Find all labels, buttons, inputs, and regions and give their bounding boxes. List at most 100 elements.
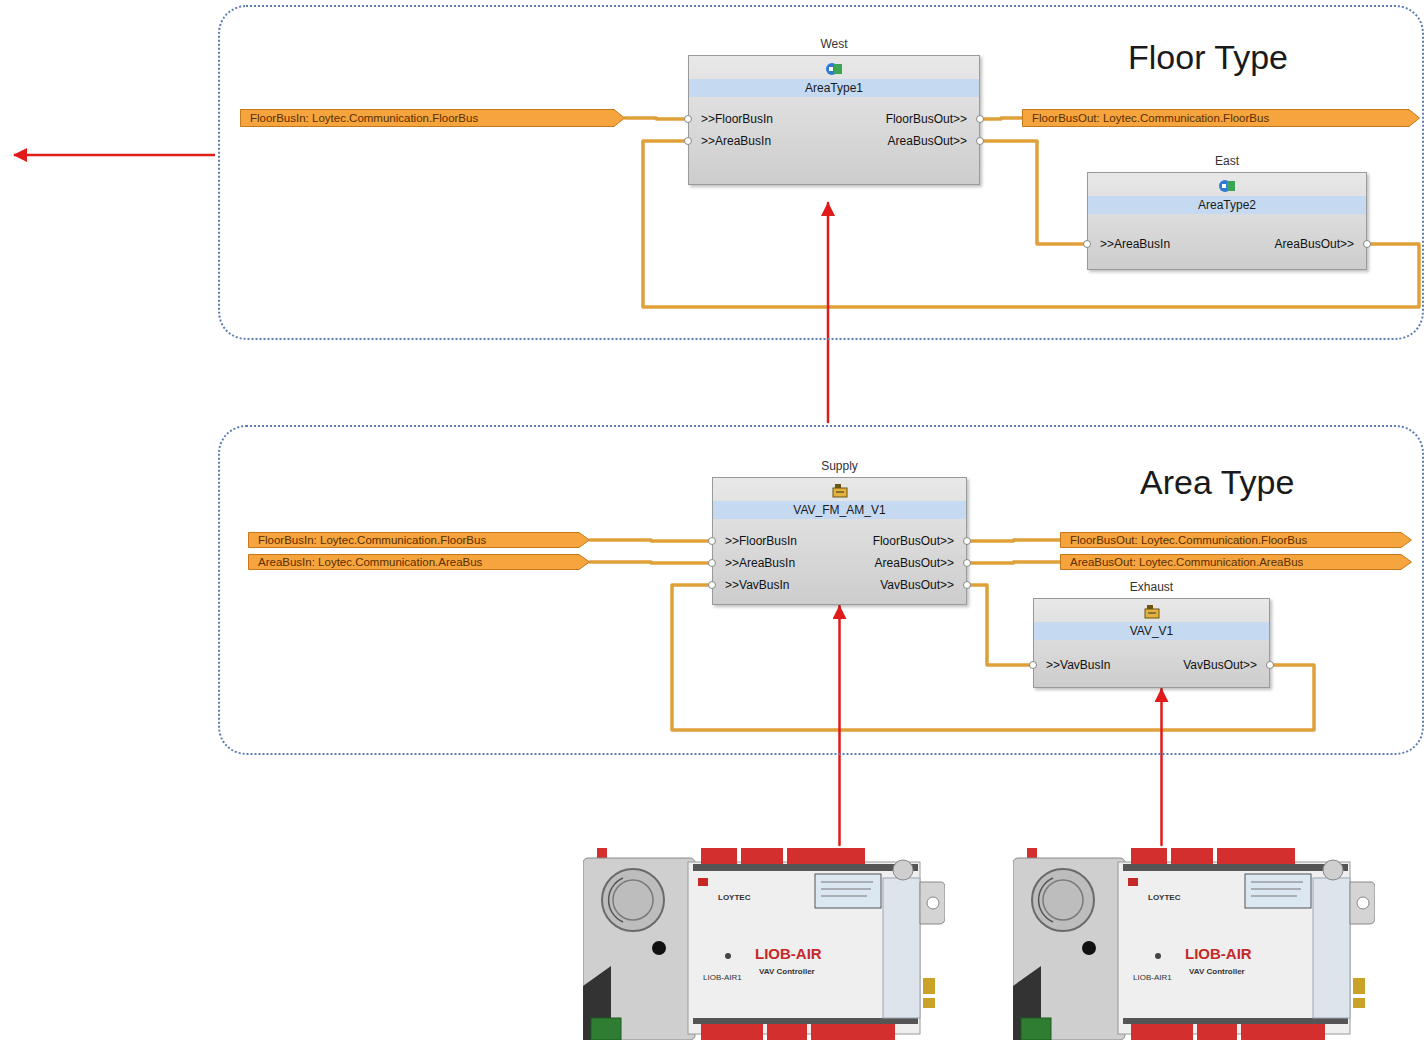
bus-wire	[967, 562, 1060, 563]
icon-part	[1227, 181, 1235, 191]
function-block: EastAreaType2>>AreaBusInAreaBusOut>>	[1087, 172, 1367, 270]
bus-wire	[980, 118, 1022, 119]
device-label: LIOB-AIR	[755, 945, 822, 963]
icon-part	[829, 67, 833, 71]
instance-name: East	[1088, 154, 1366, 169]
bus-wire	[672, 585, 1314, 730]
icon-part	[836, 492, 844, 493]
controller-drawing	[1013, 848, 1375, 1040]
icon-part	[1222, 184, 1226, 188]
panel-title: Area Type	[1140, 462, 1294, 502]
port-name: >>AreaBusIn	[725, 555, 795, 571]
bus-port: FloorBusOut: Loytec.Communication.FloorB…	[1060, 532, 1412, 548]
controller-drawing	[583, 848, 945, 1040]
port-outline	[241, 110, 625, 127]
device-label: LIOB-AIR1	[1133, 972, 1172, 983]
port-label: AreaBusIn: Loytec.Communication.AreaBus	[258, 554, 482, 570]
port-label: AreaBusOut: Loytec.Communication.AreaBus	[1070, 554, 1303, 570]
block-icon	[1143, 604, 1161, 620]
function-block: ExhaustVAV_V1>>VavBusInVavBusOut>>	[1033, 598, 1270, 688]
port-name: >>FloorBusIn	[725, 533, 797, 549]
port-outline	[1061, 533, 1412, 548]
icon-part	[1145, 609, 1159, 618]
port-name: >>VavBusIn	[725, 577, 790, 593]
bus-wire	[980, 141, 1087, 244]
icon-part	[834, 64, 842, 74]
pointer-arrow	[838, 606, 841, 845]
port-name: FloorBusOut>>	[886, 111, 967, 127]
port-name: FloorBusOut>>	[873, 533, 954, 549]
title-band: AreaType1	[689, 79, 979, 97]
bus-wire	[590, 540, 712, 541]
bus-wire	[967, 540, 1060, 541]
instance-name: West	[689, 37, 979, 52]
block-icon	[825, 61, 843, 77]
port-dot	[1363, 240, 1371, 248]
port-label: FloorBusOut: Loytec.Communication.FloorB…	[1032, 109, 1269, 127]
port-name: >>AreaBusIn	[701, 133, 771, 149]
bus-port: AreaBusOut: Loytec.Communication.AreaBus	[1060, 554, 1412, 570]
bus-port: FloorBusOut: Loytec.Communication.FloorB…	[1022, 109, 1420, 127]
port-name: VavBusOut>>	[880, 577, 954, 593]
device-label: LIOB-AIR	[1185, 945, 1252, 963]
port-dot	[963, 559, 971, 567]
title-band: VAV_FM_AM_V1	[713, 501, 966, 519]
pointer-arrow	[827, 203, 830, 422]
bus-wire	[625, 118, 688, 119]
icon-part	[835, 484, 841, 488]
port-dot	[708, 581, 716, 589]
vav-controller: LOYTEC LIOB-AIR1 LIOB-AIR VAV Controller	[583, 848, 945, 1040]
icon-part	[833, 488, 847, 497]
port-dot	[976, 137, 984, 145]
title-band: VAV_V1	[1034, 622, 1269, 640]
block-icon	[1218, 178, 1236, 194]
port-dot	[708, 559, 716, 567]
type-panel: Floor TypeFloorBusIn: Loytec.Communicati…	[218, 5, 1424, 340]
function-block: WestAreaType1>>FloorBusInFloorBusOut>>>>…	[688, 55, 980, 185]
port-dot	[684, 137, 692, 145]
port-name: AreaBusOut>>	[1275, 236, 1354, 252]
port-dot	[963, 581, 971, 589]
instance-name: Exhaust	[1034, 580, 1269, 595]
port-outline	[1061, 555, 1412, 570]
pointer-arrow	[1160, 689, 1163, 845]
port-name: VavBusOut>>	[1183, 657, 1257, 673]
device-label: VAV Controller	[1189, 966, 1245, 977]
port-label: FloorBusOut: Loytec.Communication.FloorB…	[1070, 532, 1307, 548]
port-dot	[1083, 240, 1091, 248]
port-label: FloorBusIn: Loytec.Communication.FloorBu…	[250, 109, 478, 127]
vav-controller: LOYTEC LIOB-AIR1 LIOB-AIR VAV Controller	[1013, 848, 1375, 1040]
function-block: SupplyVAV_FM_AM_V1>>FloorBusInFloorBusOu…	[712, 477, 967, 605]
icon-part	[1147, 605, 1153, 609]
port-dot	[708, 537, 716, 545]
block-type: AreaType2	[1088, 196, 1366, 214]
device-label: LOYTEC	[718, 892, 750, 903]
port-dot	[1266, 661, 1274, 669]
port-name: AreaBusOut>>	[875, 555, 954, 571]
device-label: VAV Controller	[759, 966, 815, 977]
block-icon	[831, 483, 849, 499]
bus-port: FloorBusIn: Loytec.Communication.FloorBu…	[240, 109, 625, 127]
port-name: >>FloorBusIn	[701, 111, 773, 127]
block-type: AreaType1	[689, 79, 979, 97]
icon-part	[1148, 613, 1156, 614]
device-label: LIOB-AIR1	[703, 972, 742, 983]
title-band: AreaType2	[1088, 196, 1366, 214]
block-type: VAV_FM_AM_V1	[713, 501, 966, 519]
bus-wire	[590, 562, 712, 563]
port-name: >>AreaBusIn	[1100, 236, 1170, 252]
device-label: LOYTEC	[1148, 892, 1180, 903]
block-type: VAV_V1	[1034, 622, 1269, 640]
bus-port: AreaBusIn: Loytec.Communication.AreaBus	[248, 554, 590, 570]
panel-title: Floor Type	[1128, 37, 1288, 77]
port-outline	[1023, 110, 1420, 127]
port-outline	[249, 533, 590, 548]
pointer-arrow	[14, 154, 215, 157]
port-outline	[249, 555, 590, 570]
bus-wire	[967, 585, 1033, 665]
port-label: FloorBusIn: Loytec.Communication.FloorBu…	[258, 532, 486, 548]
port-name: >>VavBusIn	[1046, 657, 1111, 673]
instance-name: Supply	[713, 459, 966, 474]
type-panel: Area TypeFloorBusIn: Loytec.Communicatio…	[218, 425, 1424, 755]
port-dot	[1029, 661, 1037, 669]
